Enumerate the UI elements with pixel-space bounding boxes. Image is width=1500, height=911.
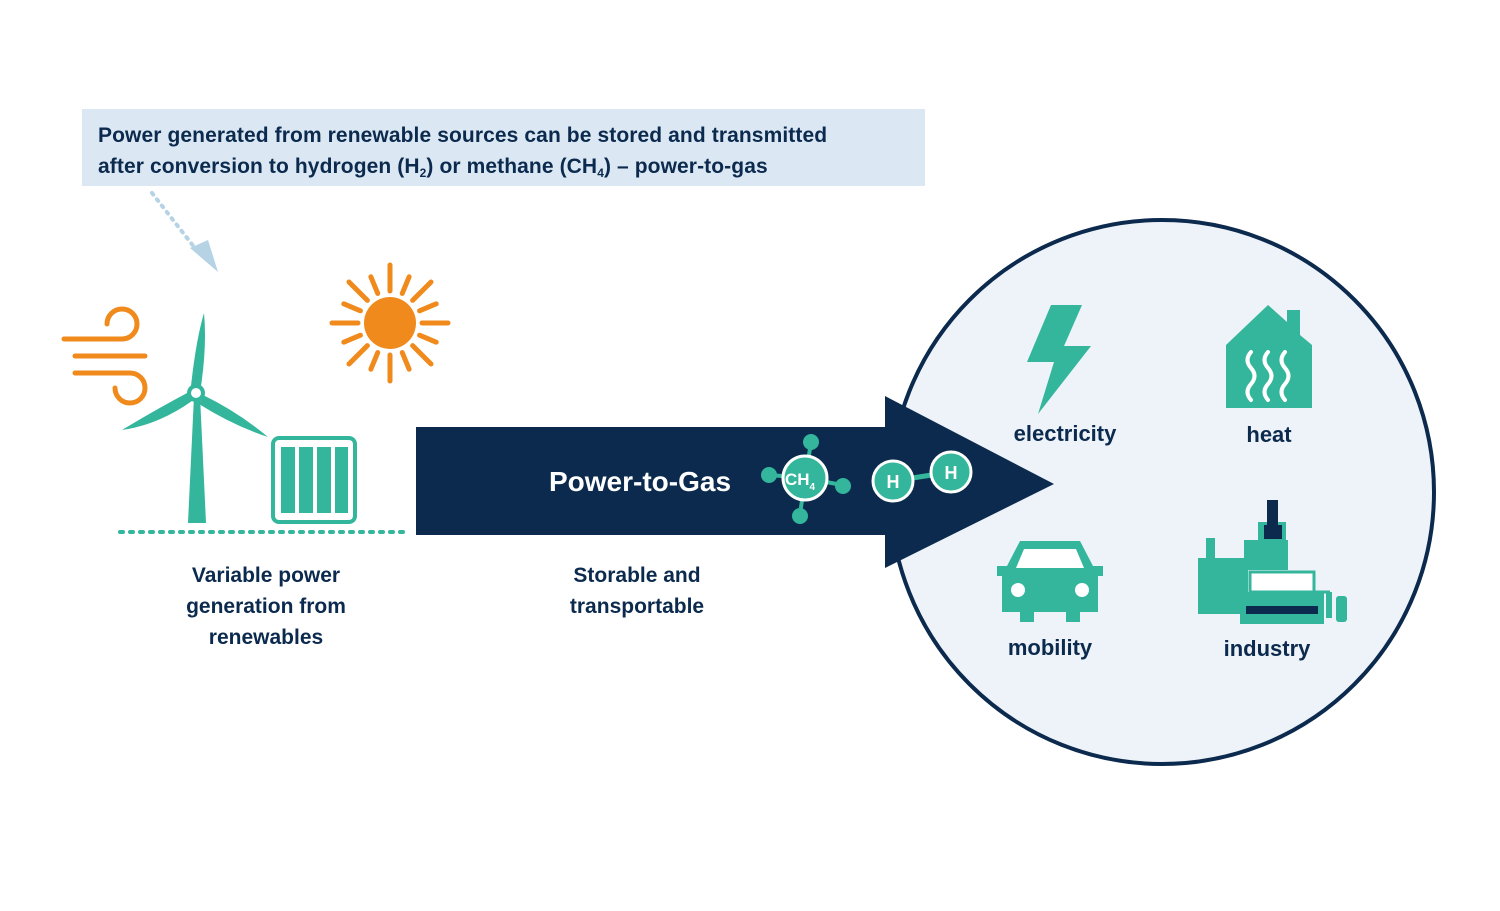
arrow-label: Storable and transportable [517,560,757,622]
methane-label: CH4 [785,470,816,493]
sun-ray [341,301,363,314]
solar-panel-icon [271,436,357,524]
car-icon [997,541,1500,622]
source-label-line: renewables [208,626,324,649]
dotted-pointer [150,191,218,272]
callout-text-part: after conversion to hydrogen (H [98,155,420,178]
wind-icon [61,306,148,406]
source-label-line: generation from [186,595,346,618]
sun-ray [417,301,439,314]
callout-line-2: after conversion to hydrogen (H2) or met… [98,151,909,182]
wind-turbine-icon [122,313,268,523]
hydrogen-atom-label: H [887,472,900,492]
sun-ray [417,332,439,345]
sun-ray [399,350,412,372]
power-to-gas-title: Power-to-Gas [548,466,732,497]
sun-ray [399,274,412,296]
arrow-label-line: Storable and [573,564,701,587]
arrow-label-line: transportable [569,595,705,618]
factory-icon [1198,500,1347,624]
callout-text-part: ) or methane (CH [426,155,598,178]
sun-ray [410,343,434,367]
sun-ray [368,274,381,296]
sun-ray [341,332,363,345]
hydrogen-molecule-icon: H H [871,450,973,503]
use-label-heat: heat [1246,422,1292,447]
sun-ray [346,343,370,367]
methane-molecule-icon: CH4 [761,434,851,524]
house-heat-icon [1226,305,1312,408]
lightning-bolt-icon [1027,305,1091,414]
callout-box: Power generated from renewable sources c… [82,109,925,186]
callout-line-1: Power generated from renewable sources c… [98,124,828,147]
sun-ray [410,279,434,303]
callout-subscript: 2 [419,166,427,180]
sun-ray [368,350,381,372]
source-label: Variable power generation from renewable… [146,560,386,653]
use-label-mobility: mobility [1007,635,1093,660]
sun-ray [346,279,370,303]
source-label-line: Variable power [191,564,341,587]
sun-icon [329,262,451,384]
callout-text-part: ) – power-to-gas [603,155,768,178]
callout-subscript: 4 [597,166,604,180]
power-to-gas-arrow [416,396,1054,568]
use-label-industry: industry [1223,636,1311,661]
use-label-electricity: electricity [1013,421,1117,446]
hydrogen-atom-label: H [945,463,958,483]
